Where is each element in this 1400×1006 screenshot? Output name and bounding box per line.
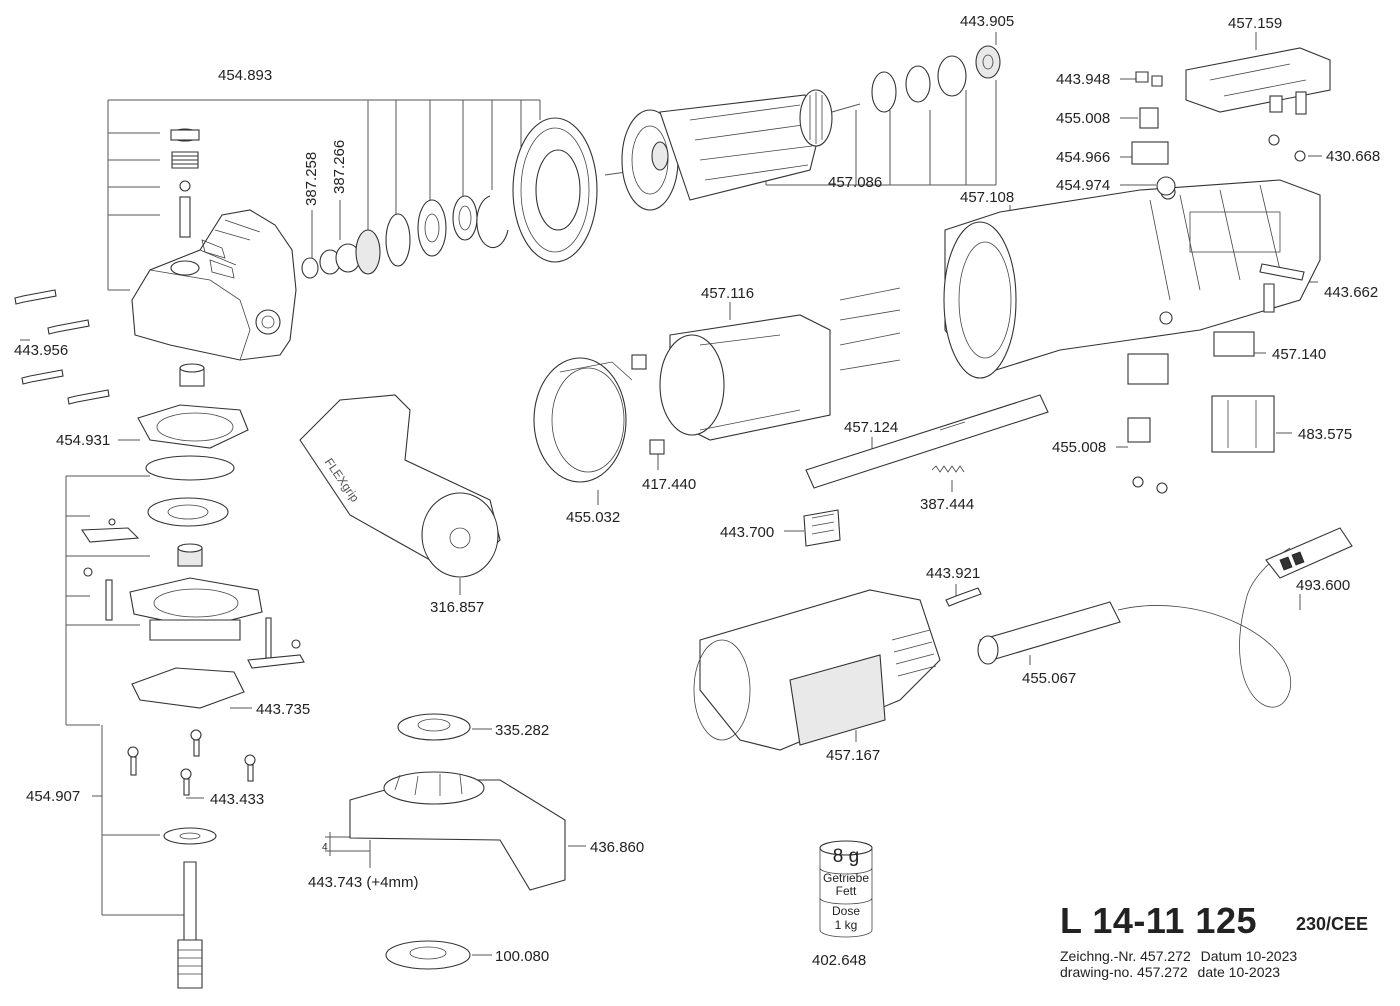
drawing-info-de: Zeichng.-Nr. 457.272 Datum 10-2023 <box>1060 948 1303 964</box>
grease-amount: 8 g <box>832 846 860 867</box>
drawing-info-en: drawing-no. 457.272 date 10-2023 <box>1060 964 1286 980</box>
date-en: date 10-2023 <box>1197 964 1281 980</box>
grease-tin-label: 8 g Getriebe Fett Dose 1 kg <box>818 842 874 934</box>
label-387-444: 387.444 <box>920 496 974 513</box>
label-455-032: 455.032 <box>566 509 620 526</box>
side-handle: FLEXgrip <box>299 394 501 578</box>
label-443-743: 443.743 (+4mm) <box>308 874 418 891</box>
gear-flange-gasket <box>137 404 249 449</box>
rear-handle-housing <box>693 589 941 751</box>
rear-bearings <box>871 45 1001 113</box>
drawing-number-de: Zeichng.-Nr. 457.272 <box>1060 948 1191 964</box>
label-443-921: 443.921 <box>926 565 980 582</box>
label-454-966: 454.966 <box>1056 149 1110 166</box>
grease-type-line2: Fett <box>835 884 857 898</box>
label-455-067: 455.067 <box>1022 670 1076 687</box>
label-335-282: 335.282 <box>495 722 549 739</box>
label-443-735: 443.735 <box>256 701 310 718</box>
label-443-905: 443.905 <box>960 13 1014 30</box>
screw-443-921 <box>945 587 982 607</box>
grease-pack: Dose 1 kg <box>818 904 874 932</box>
label-316-857: 316.857 <box>430 599 484 616</box>
small-bushing <box>179 363 205 387</box>
grease-type-line1: Getriebe <box>822 871 870 885</box>
gear-head-top-parts <box>170 128 200 238</box>
label-454-974: 454.974 <box>1056 177 1110 194</box>
label-430-668: 430.668 <box>1326 148 1380 165</box>
label-457-159: 457.159 <box>1228 15 1282 32</box>
bearing-flange-plate <box>512 117 598 263</box>
label-454-931: 454.931 <box>56 432 110 449</box>
armature-rotor <box>604 89 861 211</box>
field-stator <box>631 287 901 455</box>
flange-nut-100 <box>385 940 471 970</box>
voltage-variant: 230/CEE <box>1296 914 1369 934</box>
air-guide-ring <box>533 357 633 483</box>
label-454-893: 454.893 <box>218 67 272 84</box>
drawing-number-en: drawing-no. 457.272 <box>1060 964 1188 980</box>
label-443-662: 443.662 <box>1324 284 1378 301</box>
spindle-bearing-stack <box>301 195 509 279</box>
label-457-108: 457.108 <box>960 189 1014 206</box>
label-443-433: 443.433 <box>210 791 264 808</box>
motor-housing <box>943 179 1321 379</box>
label-493-600: 493.600 <box>1296 577 1350 594</box>
label-457-086: 457.086 <box>828 174 882 191</box>
label-387-258: 387.258 <box>303 152 320 206</box>
label-455-008-bottom: 455.008 <box>1052 439 1106 456</box>
grease-tin <box>819 840 873 938</box>
model-name: L 14-11 125 <box>1060 900 1257 941</box>
grease-pack-line1: Dose <box>831 904 860 918</box>
leader-lines <box>20 32 1322 956</box>
label-454-907: 454.907 <box>26 788 80 805</box>
label-443-700: 443.700 <box>720 524 774 541</box>
label-387-266: 387.266 <box>331 140 348 194</box>
label-455-008-top: 455.008 <box>1056 110 1110 127</box>
lower-gear-stack <box>81 455 305 989</box>
part-labels: 443.905 457.159 454.893 443.948 455.008 … <box>14 13 1380 965</box>
brush-holder-parts <box>1127 71 1306 494</box>
label-457-124: 457.124 <box>844 419 898 436</box>
cable-sleeve <box>977 601 1121 665</box>
gear-head-screws <box>14 289 110 405</box>
label-443-956: 443.956 <box>14 342 68 359</box>
power-cable <box>1117 527 1353 708</box>
label-483-575: 483.575 <box>1298 426 1352 443</box>
switch-rod <box>803 394 1049 547</box>
label-443-948: 443.948 <box>1056 71 1110 88</box>
label-100-080: 100.080 <box>495 948 549 965</box>
grease-pack-line2: 1 kg <box>834 918 858 932</box>
label-436-860: 436.860 <box>590 839 644 856</box>
dimension-marker: 4 <box>322 842 328 853</box>
rear-cover-top <box>1185 47 1331 115</box>
label-457-140: 457.140 <box>1272 346 1326 363</box>
label-417-440: 417.440 <box>642 476 696 493</box>
label-457-116: 457.116 <box>701 285 754 302</box>
label-402-648: 402.648 <box>812 952 867 969</box>
label-457-167: 457.167 <box>826 747 880 764</box>
date-de: Datum 10-2023 <box>1200 948 1298 964</box>
gear-head-housing <box>131 209 297 361</box>
grease-type: Getriebe Fett <box>818 872 874 898</box>
flange-335 <box>397 713 471 741</box>
wheel-guard <box>349 771 566 891</box>
